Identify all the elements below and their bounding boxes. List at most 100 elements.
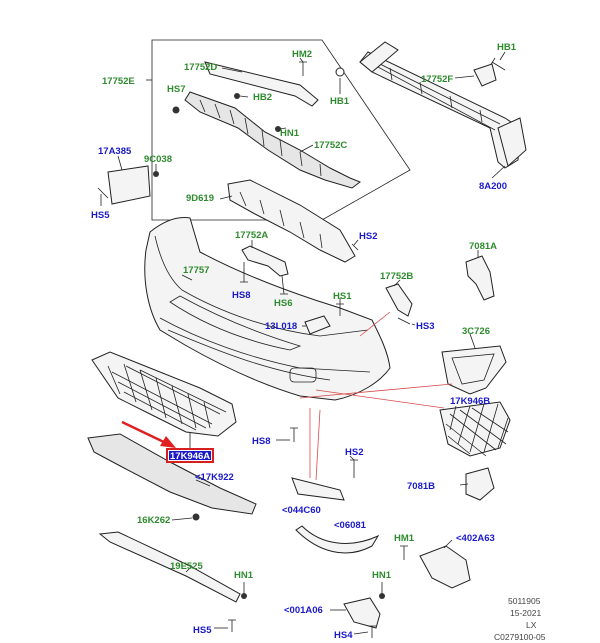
bumper-cover-17757: [144, 217, 391, 401]
leader-17757: [181, 274, 193, 281]
label-HB1-mid[interactable]: HB1: [330, 96, 350, 107]
screw-HS5-bot: [228, 619, 236, 632]
label-HS2-top[interactable]: HS2: [359, 231, 377, 242]
leader-HS3: [411, 323, 416, 326]
label-16K262[interactable]: 16K262: [137, 515, 170, 526]
meta-line-4: C0279100-05: [494, 632, 546, 642]
bracket-001A06: [343, 597, 381, 629]
trim-06081: [295, 525, 380, 554]
meta-line-2: 15-2021: [510, 608, 541, 618]
label-HS5-top[interactable]: HS5: [91, 210, 110, 221]
grille-17K946B-mesh: [445, 403, 509, 457]
clip-HN1-bot2: [379, 593, 385, 599]
label-HS5-bot[interactable]: HS5: [193, 625, 212, 636]
red-leader-3: [299, 383, 453, 399]
highlight-arrowhead: [160, 436, 176, 448]
leader-HS2-bot: [349, 455, 355, 461]
screw-HS4: [368, 625, 376, 638]
bracket-402A63: [419, 545, 471, 589]
grille-17K946B: [439, 401, 511, 457]
bracket-7081A: [465, 255, 495, 301]
label-17752B[interactable]: 17752B: [380, 271, 413, 282]
label-001A06[interactable]: <001A06: [284, 605, 323, 616]
bolt-HM2: [299, 61, 307, 76]
bracket-17752B: [385, 283, 413, 317]
clip-HB2: [234, 93, 240, 99]
label-17752D[interactable]: 17752D: [184, 62, 217, 73]
label-17752A[interactable]: 17752A: [235, 230, 268, 241]
leader-402A63: [443, 539, 453, 549]
label-044C60[interactable]: <044C60: [282, 505, 321, 516]
label-7081A[interactable]: 7081A: [469, 241, 497, 252]
leader-HB2: [239, 95, 249, 98]
label-06081[interactable]: <06081: [334, 520, 367, 531]
label-HS2-bot[interactable]: HS2: [345, 447, 363, 458]
label-HS8-bot[interactable]: HS8: [252, 436, 270, 447]
fog-opening: [289, 367, 317, 383]
screw-HS8-top: [240, 262, 248, 283]
leader-HS4: [353, 631, 369, 635]
bumper-beam-8A200: [359, 51, 521, 169]
label-17K922[interactable]: <17K922: [195, 472, 234, 483]
leader-17K922: [195, 479, 211, 487]
label-HM1[interactable]: HM1: [394, 533, 415, 544]
bumper-lower-grille-opening: [169, 295, 302, 351]
label-HS8-top[interactable]: HS8: [232, 290, 250, 301]
label-9D619[interactable]: 9D619: [186, 193, 214, 204]
leader-HS2-top: [353, 239, 359, 246]
label-17752F[interactable]: 17752F: [421, 74, 453, 85]
bracket-17752F: [473, 63, 497, 87]
label-HS6[interactable]: HS6: [274, 298, 292, 309]
leader-HN1-top: [279, 127, 287, 130]
clip-HN1-bot1: [241, 593, 247, 599]
strip-19E525: [98, 531, 241, 603]
label-17752E[interactable]: 17752E: [102, 76, 135, 87]
leader-17752D: [221, 67, 243, 73]
label-HN1-bot1[interactable]: HN1: [234, 570, 254, 581]
label-HB1-top[interactable]: HB1: [497, 42, 517, 53]
leader-HM2: [299, 57, 304, 63]
bracket-17752A: [241, 245, 289, 277]
label-HS1[interactable]: HS1: [333, 291, 352, 302]
screw-HM1: [400, 545, 408, 560]
red-leader-5: [315, 409, 321, 481]
label-17K946A[interactable]: 17K946A: [170, 451, 210, 462]
leader-16K262: [171, 517, 193, 521]
leader-9D619: [219, 195, 233, 200]
leader-17A385: [117, 155, 123, 171]
label-HS3[interactable]: HS3: [416, 321, 434, 332]
label-17752C[interactable]: 17752C: [314, 140, 347, 151]
label-HN1-top[interactable]: HN1: [280, 128, 300, 139]
label-17757[interactable]: 17757: [183, 265, 209, 276]
beam-end-right: [497, 117, 527, 167]
label-HM2[interactable]: HM2: [292, 49, 312, 60]
label-17K946B[interactable]: 17K946B: [450, 396, 490, 407]
label-9C038[interactable]: 9C038: [144, 154, 172, 165]
bracket-17752C: [184, 91, 362, 189]
bezel-3C726: [441, 345, 507, 395]
label-13L018[interactable]: 13L018: [265, 321, 297, 332]
leader-8A200: [491, 165, 506, 179]
screw-HS6: [280, 275, 288, 295]
label-HS4[interactable]: HS4: [334, 630, 353, 641]
label-402A63[interactable]: <402A63: [456, 533, 495, 544]
screw-HS3: [397, 317, 411, 325]
grille-17K946A-mesh: [107, 363, 227, 431]
leader-17752F: [454, 75, 475, 79]
leader-17752C: [299, 144, 314, 153]
label-HN1-bot2[interactable]: HN1: [372, 570, 392, 581]
bezel-3C726-inner: [451, 353, 495, 385]
label-3C726[interactable]: 3C726: [462, 326, 490, 337]
highlight-text-bg: [169, 451, 211, 460]
label-HB2[interactable]: HB2: [253, 92, 272, 103]
label-7081B[interactable]: 7081B: [407, 481, 435, 492]
screw-HS5-top: [97, 187, 109, 199]
label-17A385[interactable]: 17A385: [98, 146, 132, 157]
leader-19E525: [185, 565, 193, 573]
label-HS7[interactable]: HS7: [167, 84, 185, 95]
label-19E525[interactable]: 19E525: [170, 561, 203, 572]
label-8A200[interactable]: 8A200: [479, 181, 507, 192]
leader-HB1-top: [499, 51, 506, 61]
bracket-17752C-ribs: [199, 99, 322, 177]
